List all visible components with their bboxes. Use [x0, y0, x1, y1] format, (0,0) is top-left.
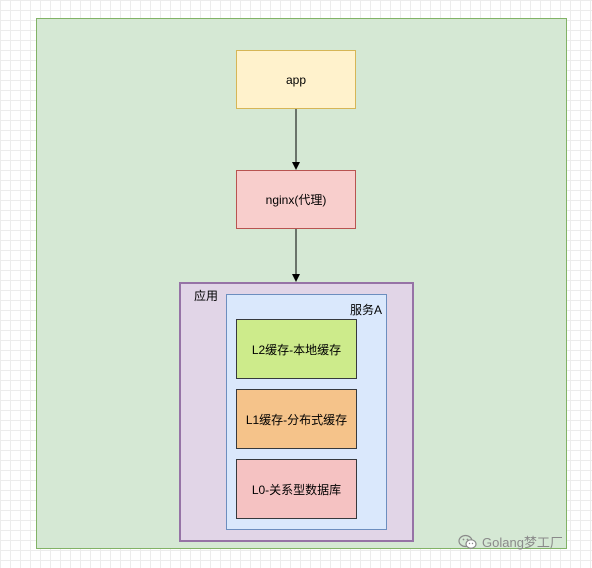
- l2-cache-node[interactable]: L2缓存-本地缓存: [236, 319, 357, 379]
- app-node[interactable]: app: [236, 50, 356, 109]
- l0-database-node[interactable]: L0-关系型数据库: [236, 459, 357, 519]
- wechat-icon: [458, 534, 477, 549]
- service-a-label: 服务A: [350, 303, 383, 317]
- watermark-text: Golang梦工厂: [482, 535, 563, 550]
- nginx-node-label: nginx(代理): [265, 193, 327, 207]
- l1-cache-node[interactable]: L1缓存-分布式缓存: [236, 389, 357, 449]
- l1-cache-label: L1缓存-分布式缓存: [245, 412, 348, 427]
- watermark: Golang梦工厂: [458, 532, 563, 551]
- l0-database-label: L0-关系型数据库: [251, 482, 342, 497]
- nginx-node[interactable]: nginx(代理): [236, 170, 356, 229]
- app-node-label: app: [285, 72, 307, 87]
- app-group-label: 应用: [194, 289, 219, 303]
- l2-cache-label: L2缓存-本地缓存: [251, 342, 342, 357]
